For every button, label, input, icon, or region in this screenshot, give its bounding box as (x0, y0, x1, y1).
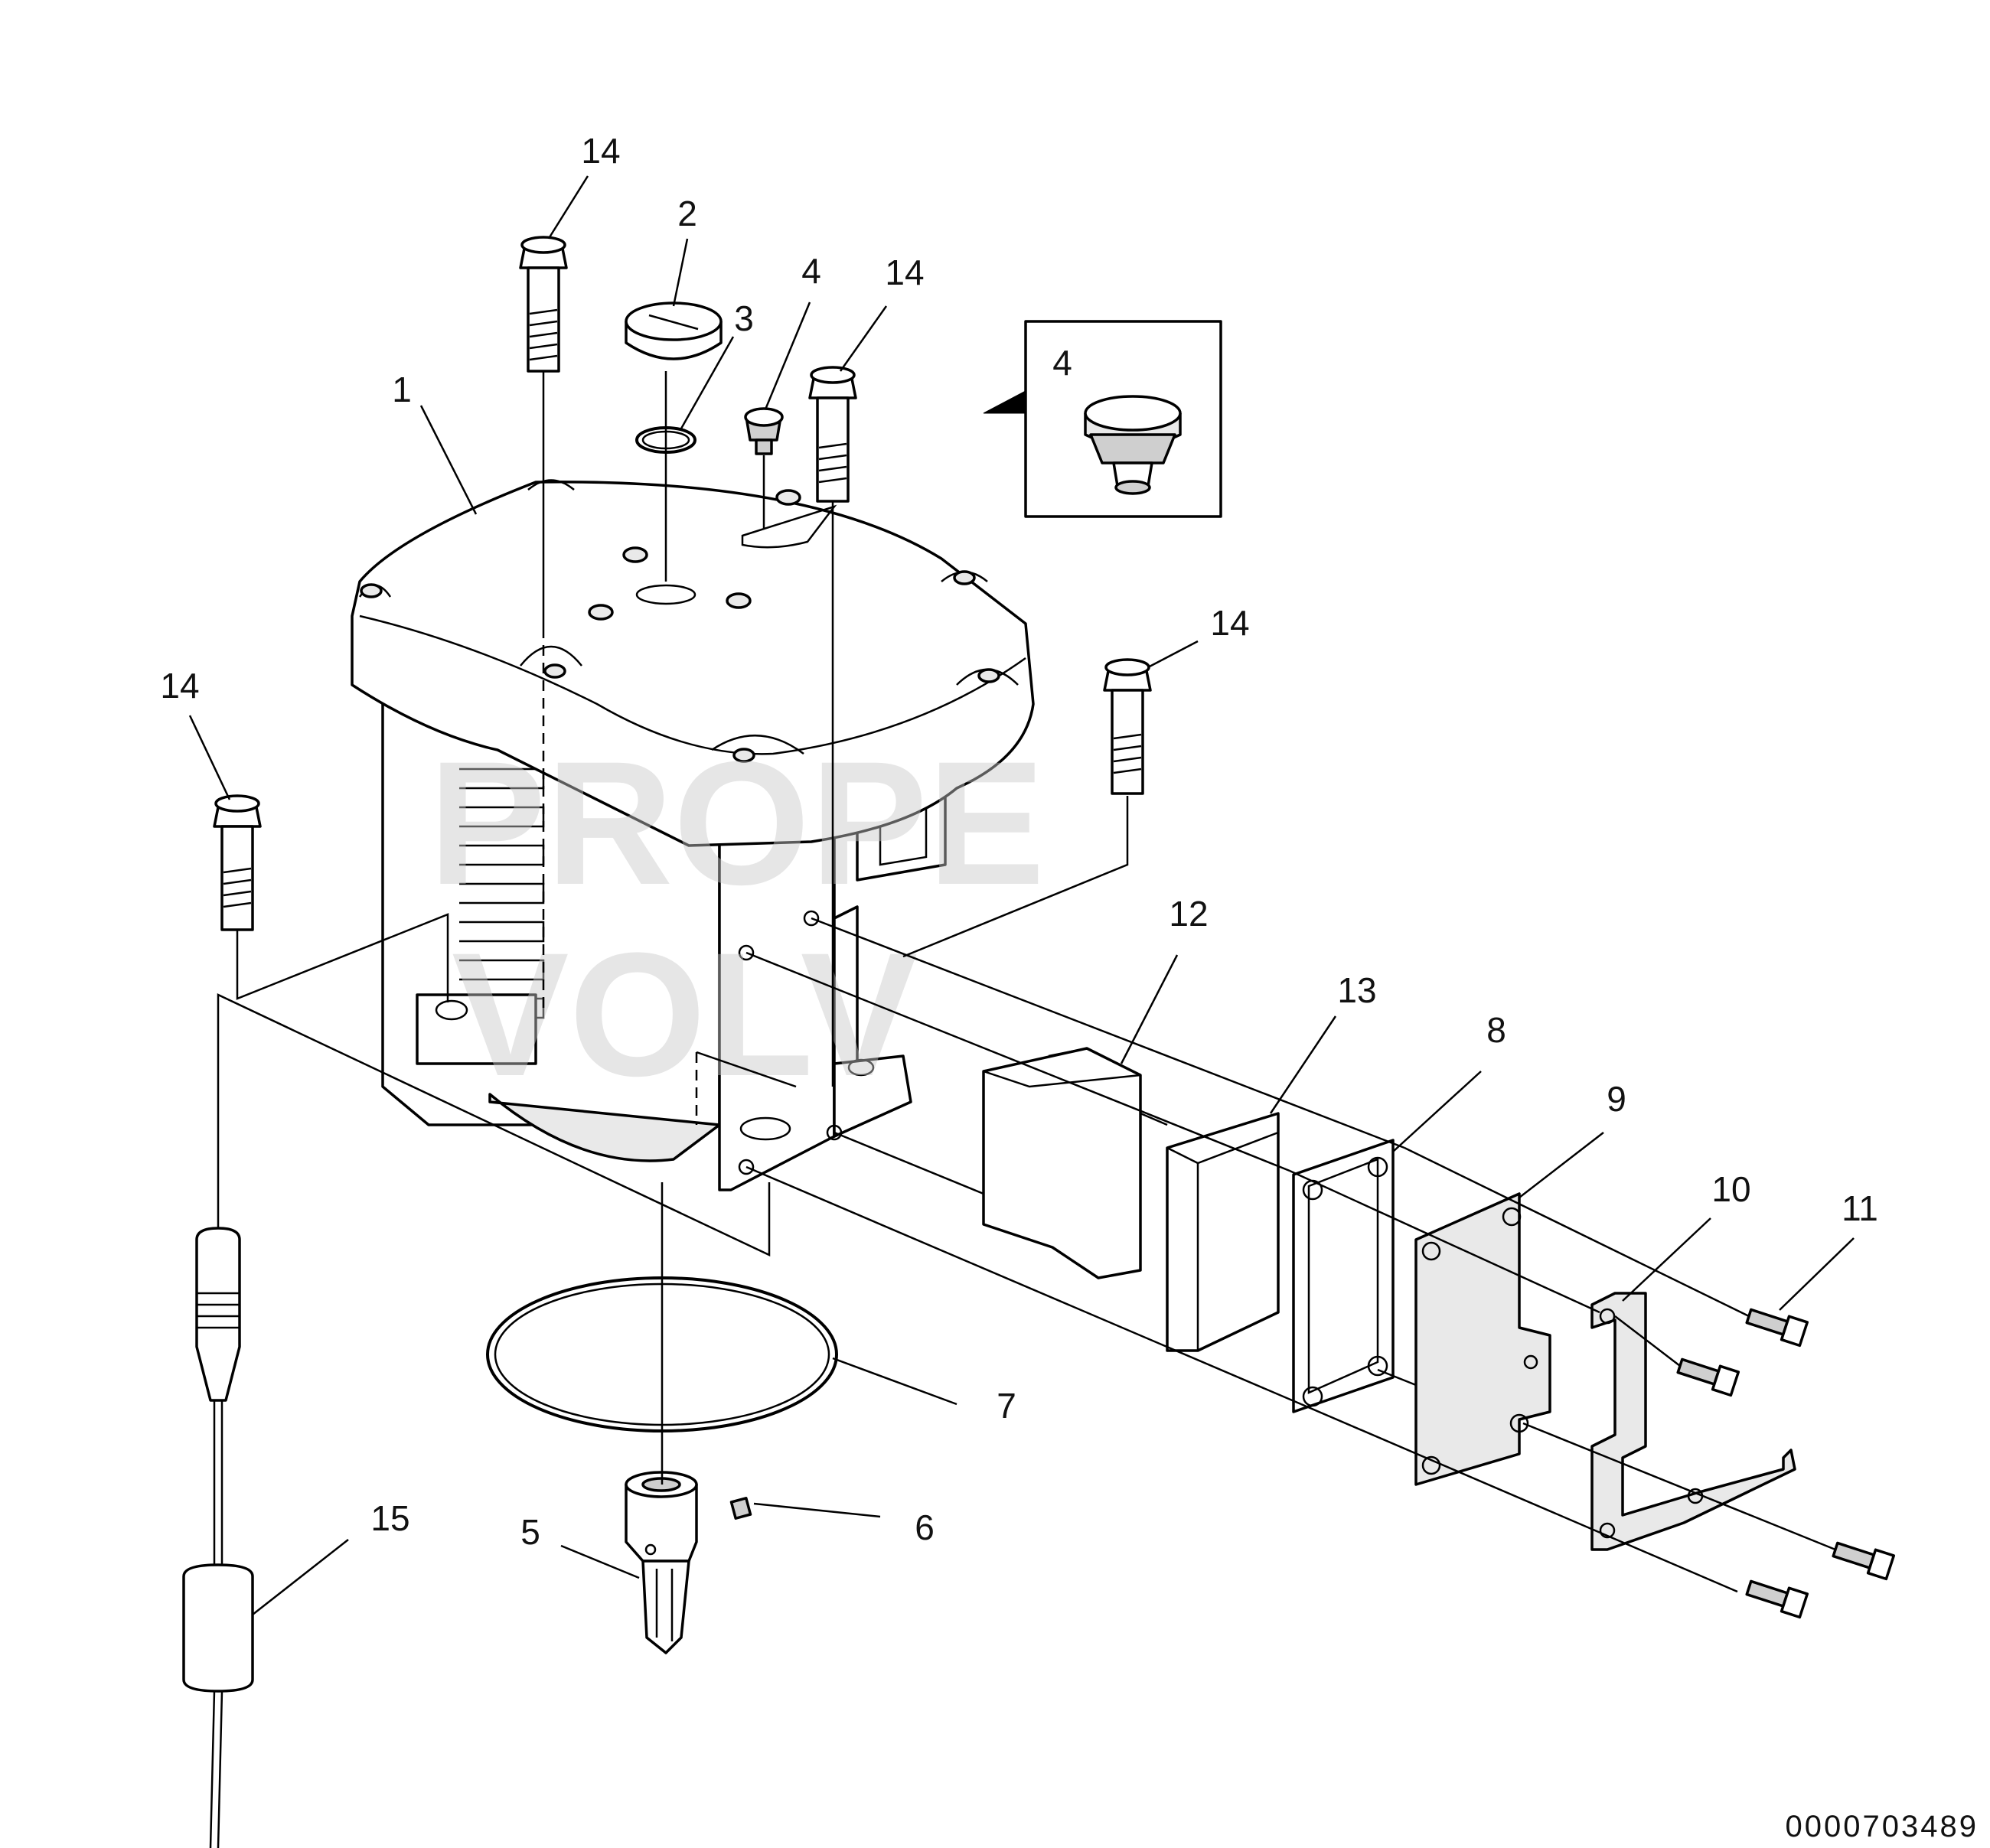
callout-labels: 1 2 3 4 4 5 6 7 8 9 10 11 12 13 14 14 14… (160, 131, 1877, 1552)
assembly-lines (217, 371, 1836, 1593)
callout-7: 7 (997, 1386, 1016, 1426)
bolt-part-14-right (1103, 658, 1152, 795)
vent-part-4 (744, 407, 784, 455)
bracket-part-10 (1590, 1292, 1796, 1551)
screw-part-6 (729, 1497, 752, 1520)
callout-3: 3 (734, 298, 754, 338)
gasket-part-8 (1292, 1139, 1395, 1413)
callout-14-top-right: 14 (885, 253, 924, 292)
callout-11: 11 (1842, 1188, 1878, 1228)
module-part-13 (1166, 1112, 1280, 1352)
watermark-line1: PROPE (429, 725, 1045, 921)
watermark-line2: VOLV (452, 916, 918, 1113)
bolt-part-14-left (213, 794, 262, 931)
sensor-part-15 (182, 1227, 254, 1848)
leader-lines (188, 175, 1855, 1615)
bolt-part-14-top-right (808, 366, 857, 503)
shaft-part-5 (625, 1471, 698, 1654)
callout-2: 2 (677, 194, 697, 233)
callout-4: 4 (801, 251, 821, 291)
callout-12: 12 (1169, 894, 1208, 934)
callout-14-left: 14 (160, 666, 199, 706)
callout-14-top-left: 14 (581, 131, 620, 171)
detail-inset (983, 320, 1222, 518)
callout-6: 6 (915, 1507, 935, 1547)
callout-4-detail: 4 (1052, 343, 1072, 383)
callout-10: 10 (1711, 1169, 1750, 1209)
callout-14-right: 14 (1210, 603, 1249, 643)
callout-8: 8 (1486, 1010, 1506, 1050)
cover-part-9 (1414, 1192, 1551, 1486)
callout-1: 1 (392, 370, 412, 409)
callout-5: 5 (520, 1512, 540, 1552)
callout-13: 13 (1337, 970, 1376, 1010)
bolt-part-14-top-left (519, 236, 568, 373)
module-part-12 (982, 1047, 1142, 1279)
housing-part-1 (351, 479, 1035, 1191)
watermark: PROPE VOLV (429, 725, 1045, 1113)
cap-part-2 (625, 301, 723, 360)
callout-15: 15 (370, 1498, 409, 1538)
document-number: 0000703489 (1786, 1810, 1979, 1843)
callout-9: 9 (1607, 1079, 1626, 1119)
